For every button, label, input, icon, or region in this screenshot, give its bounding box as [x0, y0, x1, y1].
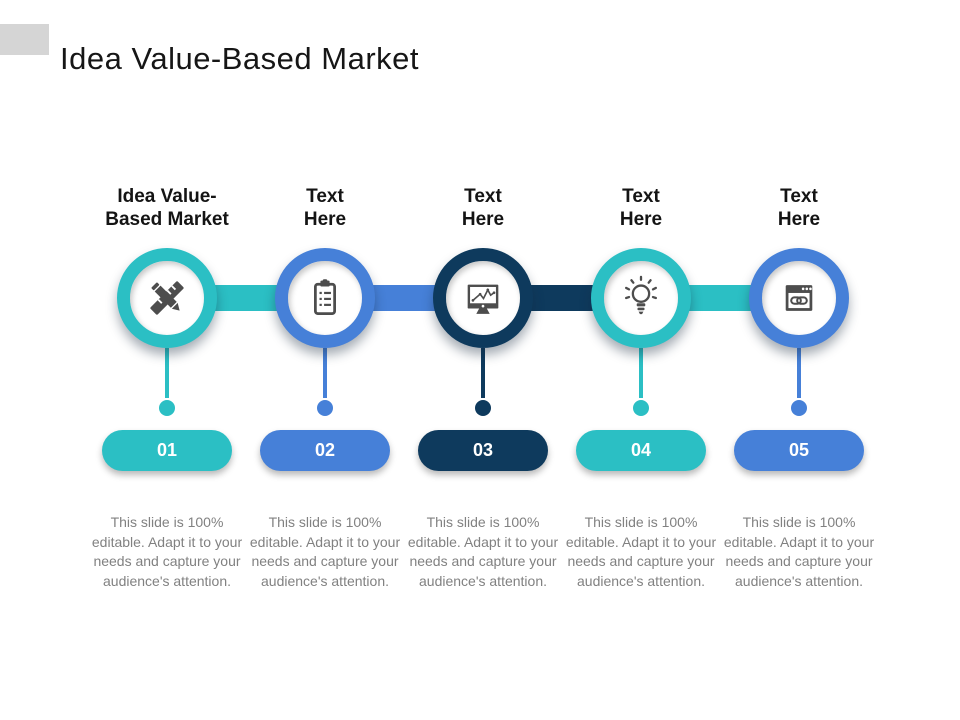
timeline-step-1: Idea Value- Based Market: [88, 185, 246, 635]
title-accent-box: [0, 24, 49, 55]
step-description: This slide is 100% editable. Adapt it to…: [91, 514, 243, 589]
step-number-badge: 01: [102, 430, 232, 471]
step-circle: [433, 248, 533, 348]
step-number-badge: 05: [734, 430, 864, 471]
step-number-badge: 02: [260, 430, 390, 471]
timeline-columns: Idea Value- Based Market: [88, 185, 878, 635]
step-circle: [275, 248, 375, 348]
page-title: Idea Value-Based Market: [60, 40, 420, 76]
step-heading: Text Here: [461, 186, 505, 230]
step-description: This slide is 100% editable. Adapt it to…: [249, 514, 401, 589]
step-number-badge: 03: [418, 430, 548, 471]
browser-link-icon: [762, 261, 836, 335]
step-description: This slide is 100% editable. Adapt it to…: [723, 514, 875, 589]
pencil-ruler-icon: [130, 261, 204, 335]
step-stem: [639, 348, 643, 398]
step-circle: [117, 248, 217, 348]
timeline-step-2: Text Here: [246, 185, 404, 635]
monitor-chart-icon: [446, 261, 520, 335]
step-dot: [633, 400, 649, 416]
process-timeline-diagram: Idea Value- Based Market: [88, 185, 878, 635]
clipboard-checklist-icon: [288, 261, 362, 335]
timeline-step-3: Text Here: [404, 185, 562, 635]
lightbulb-icon: [604, 261, 678, 335]
step-dot: [791, 400, 807, 416]
step-stem: [797, 348, 801, 398]
step-description: This slide is 100% editable. Adapt it to…: [565, 514, 717, 589]
step-heading: Text Here: [777, 186, 821, 230]
step-heading: Idea Value- Based Market: [105, 186, 229, 230]
step-dot: [159, 400, 175, 416]
step-description: This slide is 100% editable. Adapt it to…: [407, 514, 559, 589]
step-dot: [317, 400, 333, 416]
step-stem: [165, 348, 169, 398]
timeline-step-4: Text Here: [562, 185, 720, 635]
step-circle: [749, 248, 849, 348]
step-dot: [475, 400, 491, 416]
step-stem: [481, 348, 485, 398]
step-stem: [323, 348, 327, 398]
step-circle: [591, 248, 691, 348]
step-heading: Text Here: [303, 186, 347, 230]
step-heading: Text Here: [619, 186, 663, 230]
timeline-step-5: Text Here: [720, 185, 878, 635]
step-number-badge: 04: [576, 430, 706, 471]
